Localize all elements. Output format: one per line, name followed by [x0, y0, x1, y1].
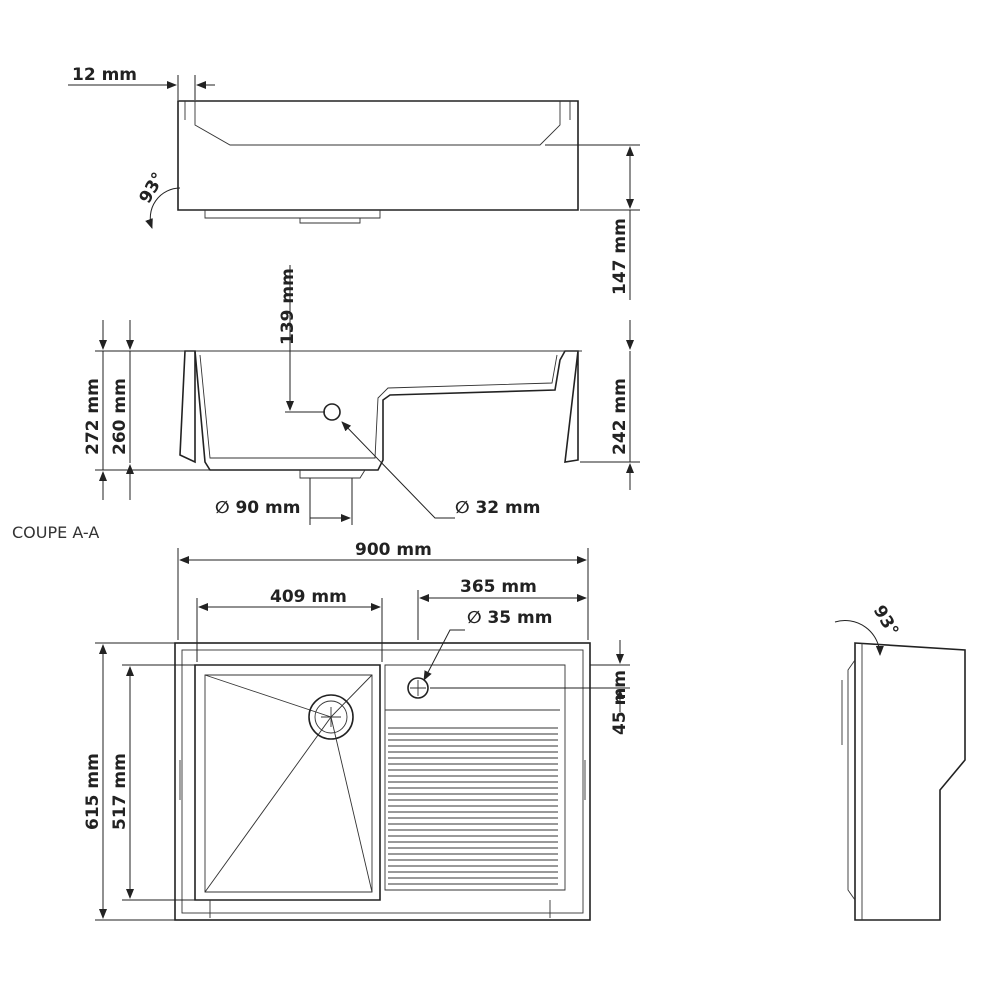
section-view: 139 mm 272 mm 260 mm 242 mm ∅ 90 mm ∅ 32… — [12, 265, 640, 542]
overflow-hole — [323, 403, 341, 421]
drainboard-ribs — [388, 727, 558, 885]
inner-depth-label: 517 mm — [110, 753, 130, 830]
depth-label: 615 mm — [83, 753, 103, 830]
side-height-label: 147 mm — [610, 218, 630, 295]
width-label: 900 mm — [355, 540, 432, 560]
basin-width-label: 409 mm — [270, 587, 347, 607]
side-view: 12 mm 93° 147 mm — [68, 65, 640, 300]
tap-hole — [407, 677, 429, 699]
section-title: COUPE A-A — [12, 523, 99, 542]
end-angle-label: 93° — [869, 602, 902, 640]
overflow-height-label: 139 mm — [278, 268, 298, 345]
overflow-diameter-label: ∅ 32 mm — [455, 498, 540, 518]
end-view: 93° — [834, 602, 966, 921]
total-height-label: 272 mm — [83, 378, 103, 455]
thickness-label: 12 mm — [72, 65, 137, 85]
tap-hole-diameter-label: ∅ 35 mm — [467, 608, 552, 628]
drain-outlet — [308, 694, 354, 740]
plan-view: 900 mm 409 mm 365 mm ∅ 35 mm 45 mm 615 m… — [83, 540, 630, 921]
side-angle-label: 93° — [136, 169, 169, 207]
drainboard-width-label: 365 mm — [460, 577, 537, 597]
basin-height-label: 260 mm — [110, 378, 130, 455]
tap-hole-offset-label: 45 mm — [610, 670, 630, 735]
drainboard-height-label: 242 mm — [610, 378, 630, 455]
drain-diameter-label: ∅ 90 mm — [215, 498, 300, 518]
